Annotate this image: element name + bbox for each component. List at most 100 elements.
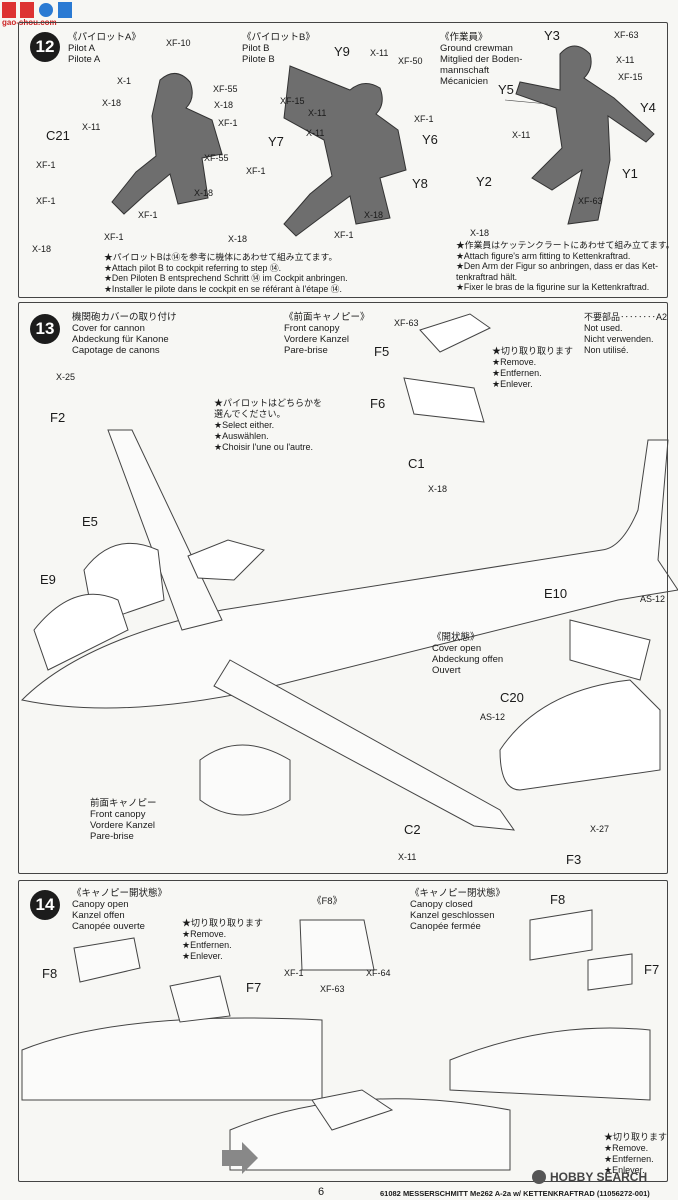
part-label: Y4 (640, 100, 656, 115)
part-label: F8 (42, 966, 58, 981)
part-label: C1 (408, 456, 425, 471)
part-label: XF-1 (138, 210, 158, 220)
pilot-a-figure (111, 73, 223, 215)
part-label: XF-15 (280, 96, 305, 106)
part-label: XF-1 (218, 118, 238, 128)
part-label: X-11 (512, 130, 531, 140)
part-label: X-11 (306, 128, 325, 138)
f8-detail-box (299, 919, 375, 971)
step-12-number: 12 (30, 32, 60, 62)
hobby-search-text: HOBBY SEARCH (550, 1170, 648, 1184)
pilot-b-caption: 《パイロットB》 Pilot B Pilote B (242, 32, 315, 65)
part-label: X-18 (470, 228, 490, 238)
part-label: F7 (644, 962, 660, 977)
part-label: AS-12 (480, 712, 506, 722)
step14-bottom-fuselage (229, 1098, 511, 1171)
hobby-search-watermark: HOBBY SEARCH (532, 1170, 647, 1184)
pilot-b-figure (283, 65, 407, 237)
part-label: F6 (370, 396, 386, 411)
part-label: XF-1 (246, 166, 266, 176)
canopy-open-caption: 《キャノピー開状態》 Canopy open Kanzel offen Cano… (72, 888, 168, 932)
part-label: X-11 (308, 108, 327, 118)
canopy-f7-open (169, 975, 231, 1023)
part-label: Y5 (498, 82, 514, 97)
part-label: X-1 (117, 76, 132, 86)
f8-box-title: 《F8》 (312, 896, 343, 907)
remove-note-closed: ★切り取ります ★Remove. ★Entfernen. ★Enlever. (604, 1132, 668, 1175)
part-label: X-18 (228, 234, 248, 244)
inset-cover-open (499, 679, 661, 791)
part-label: F7 (246, 980, 262, 995)
part-label: E10 (544, 586, 568, 601)
step-13-number: 13 (30, 314, 60, 344)
part-label: F3 (566, 852, 582, 867)
step14-fuselage-left (21, 1017, 323, 1101)
select-pilot-note: ★パイロットはどちらかを 選んでください。 ★Select either. ★A… (214, 398, 323, 452)
part-label: Y9 (334, 44, 350, 59)
step-arrow-icon (222, 1142, 258, 1174)
step-14-number: 14 (30, 890, 60, 920)
aircraft-fuselage (20, 439, 678, 709)
hobby-search-logo-icon (532, 1170, 546, 1184)
pilot-a-caption: 《パイロットA》 Pilot A Pilote A (68, 32, 141, 65)
part-label: X-27 (590, 824, 610, 834)
front-canopy-caption: 《前面キャノピー》 Front canopy Vordere Kanzel Pa… (284, 312, 370, 356)
part-label: X-18 (214, 100, 234, 110)
step-12-panel (18, 22, 668, 298)
aircraft-wing-right (213, 659, 516, 831)
part-label: XF-15 (618, 72, 643, 82)
part-label: X-18 (102, 98, 122, 108)
part-label: E9 (40, 572, 56, 587)
part-label: F2 (50, 410, 66, 425)
cannon-cover-caption: 機関砲カバーの取り付け Cover for cannon Abdeckung f… (72, 312, 177, 356)
aircraft-engine-pod (199, 744, 291, 816)
part-label: X-18 (32, 244, 52, 254)
part-label: XF-1 (414, 114, 434, 124)
step14-fuselage-right (449, 1027, 651, 1101)
part-label: X-11 (616, 55, 635, 65)
part-f5 (419, 313, 491, 353)
site-logo-icon (2, 2, 72, 18)
remove-note-open: ★切り取り取ります ★Remove. ★Entfernen. ★Enlever. (182, 918, 264, 961)
cover-open-caption: 《開状態》 Cover open Abdeckung offen Ouvert (432, 632, 504, 676)
crew-caption: 《作業員》 Ground crewman Mitglied der Boden-… (440, 32, 523, 87)
part-label: E5 (82, 514, 98, 529)
part-label: F8 (550, 892, 566, 907)
canopy-bottom (311, 1089, 394, 1131)
part-label: X-18 (364, 210, 384, 220)
part-label: F5 (374, 344, 390, 359)
part-label: XF-1 (36, 160, 56, 170)
part-label: C21 (46, 128, 70, 143)
part-f6 (403, 377, 485, 423)
part-label: X-11 (398, 852, 417, 862)
part-label: X-11 (370, 48, 389, 58)
part-label: XF-10 (166, 38, 191, 48)
part-label: XF-1 (104, 232, 124, 242)
front-canopy-bottom-caption: 前面キャノピー Front canopy Vordere Kanzel Pare… (90, 798, 157, 842)
canopy-closed-caption: 《キャノピー閉状態》 Canopy closed Kanzel geschlos… (410, 888, 506, 932)
page-number: 6 (318, 1186, 325, 1198)
part-label: Y3 (544, 28, 560, 43)
aircraft-canopy-front (187, 539, 265, 581)
not-used-note: 不要部品‥‥‥‥A2 Not used. Nicht verwenden. No… (584, 312, 668, 355)
part-label: Y7 (268, 134, 284, 149)
part-label: XF-1 (284, 968, 304, 978)
part-label: C2 (404, 822, 421, 837)
part-label: AS-12 (640, 594, 666, 604)
part-label: Y2 (476, 174, 492, 189)
part-label: X-18 (428, 484, 448, 494)
cannon-cover-e9 (33, 593, 129, 671)
crew-note: ★作業員はケッテンクラートにあわせて組み立てます。 ★Attach figure… (456, 240, 675, 292)
kit-code: 61082 MESSERSCHMITT Me262 A-2a w/ KETTEN… (380, 1189, 650, 1198)
part-label: XF-50 (398, 56, 423, 66)
part-label: XF-63 (614, 30, 639, 40)
part-label: XF-55 (213, 84, 238, 94)
step-14-panel (18, 880, 668, 1182)
part-label: Y6 (422, 132, 438, 147)
step-13-panel (18, 302, 668, 874)
pilot-b-note: ★パイロットBは⑭を参考に機体にあわせて組み立てます。 ★Attach pilo… (104, 252, 348, 294)
part-label: X-18 (194, 188, 214, 198)
part-label: XF-63 (578, 196, 603, 206)
part-label: C20 (500, 690, 524, 705)
